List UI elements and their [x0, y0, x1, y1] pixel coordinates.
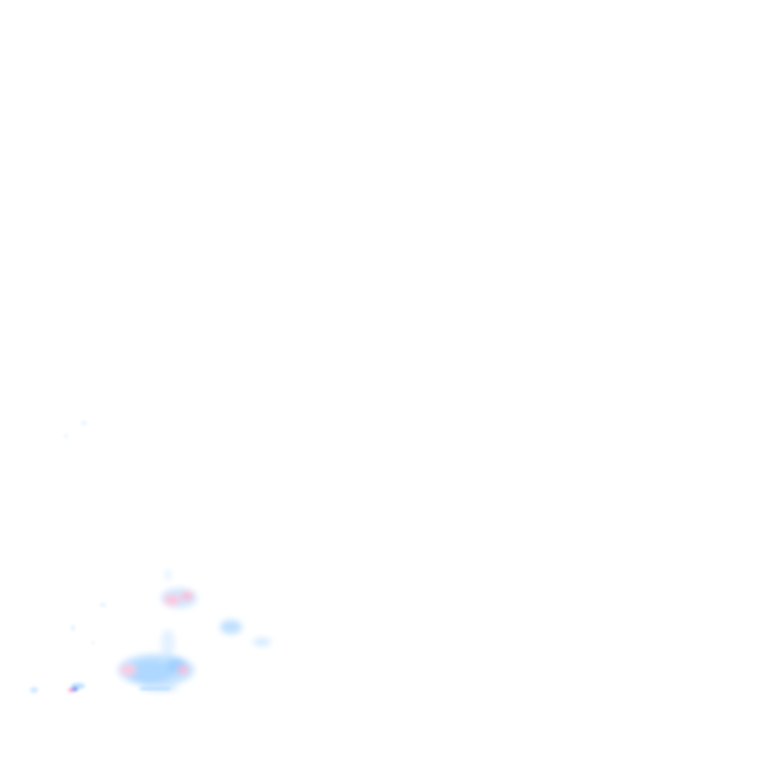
echo-blob: [220, 620, 242, 634]
echo-blob: [164, 595, 180, 605]
echo-blob: [161, 629, 175, 657]
echo-speck: [81, 421, 87, 425]
echo-blob: [30, 687, 38, 693]
echo-speck: [100, 603, 106, 607]
echo-blob: [178, 666, 188, 674]
echo-streak: [140, 687, 170, 690]
echo-speck-cluster-mid: [71, 603, 106, 645]
echo-cell-upper: [161, 570, 197, 608]
echo-blob: [72, 687, 78, 691]
echo-speck-cluster-north: [64, 421, 87, 438]
echo-blob: [181, 592, 193, 600]
echo-blob: [253, 638, 271, 646]
echo-cell-main: [118, 629, 194, 692]
echo-blob: [128, 660, 172, 684]
echo-blob: [165, 570, 171, 580]
echo-cell-east: [220, 620, 271, 646]
echo-speck: [71, 625, 75, 631]
echo-speck: [64, 434, 68, 438]
echo-speck: [91, 641, 95, 645]
echo-blob: [120, 665, 136, 675]
echo-cell-southwest: [30, 683, 85, 693]
